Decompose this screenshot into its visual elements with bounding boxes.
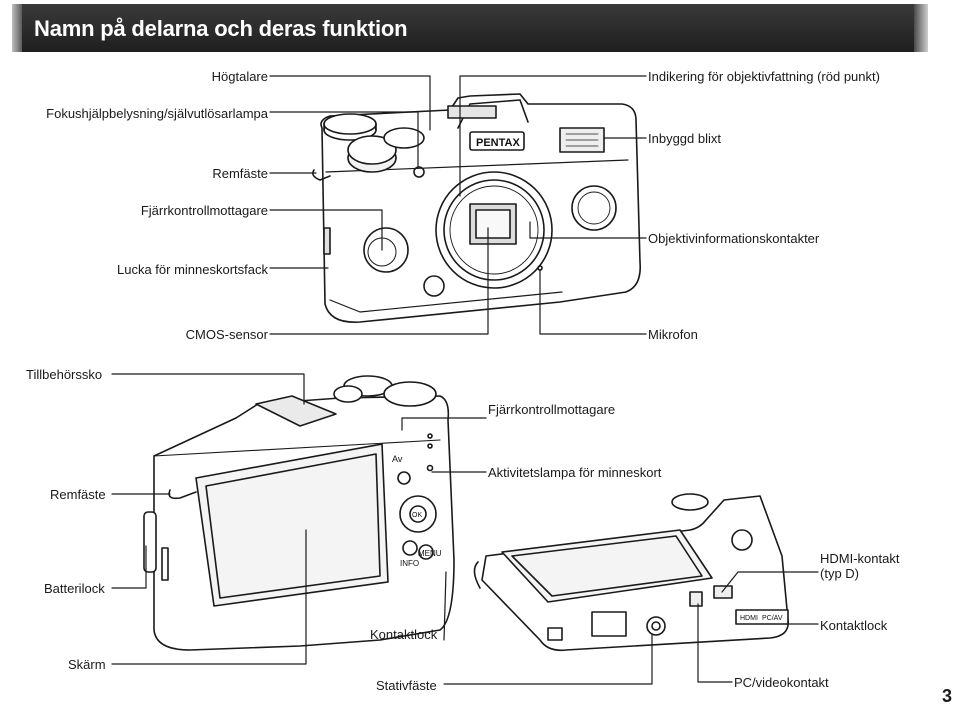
- front-leaders: [269, 75, 647, 335]
- label-pc-av-terminal: PC/videokontakt: [734, 675, 829, 690]
- label-terminal-cover-2: Kontaktlock: [820, 618, 888, 633]
- label-card-access-lamp: Aktivitetslampa för minneskort: [488, 465, 662, 480]
- hdmi-marking: HDMI: [740, 615, 758, 622]
- label-af-assist-lamp: Fokushjälpbelysning/självutlösarlampa: [46, 106, 268, 121]
- bottom-camera-illustration: HDMI PC/AV: [473, 493, 789, 652]
- title-stripe-left: [12, 4, 22, 52]
- label-lens-mount-index: Indikering för objektivfattning (röd pun…: [648, 69, 880, 84]
- front-camera-illustration: PENTAX: [312, 93, 642, 323]
- label-hdmi-terminal: HDMI-kontakt (typ D): [820, 551, 900, 581]
- av-button-label: Av: [392, 454, 403, 464]
- label-tripod-socket: Stativfäste: [376, 678, 437, 693]
- page-title: Namn på delarna och deras funktion: [34, 16, 408, 41]
- label-terminal-cover-1: Kontaktlock: [370, 627, 438, 642]
- brand-logo: PENTAX: [476, 137, 520, 149]
- label-card-cover: Lucka för minneskortsfack: [116, 262, 268, 277]
- label-strap-lug-front: Remfäste: [212, 166, 268, 181]
- label-battery-cover: Batterilock: [44, 581, 105, 596]
- label-cmos-sensor: CMOS-sensor: [185, 327, 268, 342]
- label-microphone: Mikrofon: [648, 327, 698, 342]
- title-bar: Namn på delarna och deras funktion: [12, 4, 928, 52]
- rear-leaders: [111, 373, 819, 685]
- pcav-marking: PC/AV: [762, 615, 783, 622]
- info-button-label: INFO: [400, 559, 419, 568]
- label-speaker: Högtalare: [211, 69, 268, 84]
- page-number: 3: [941, 686, 952, 706]
- label-remote-receiver-front: Fjärrkontrollmottagare: [140, 203, 268, 218]
- label-remote-receiver-rear: Fjärrkontrollmottagare: [488, 402, 616, 417]
- title-stripe-right: [914, 4, 928, 52]
- label-monitor: Skärm: [68, 657, 106, 672]
- menu-button-label: MENU: [418, 549, 442, 558]
- label-strap-lug-rear: Remfäste: [50, 487, 106, 502]
- label-builtin-flash: Inbyggd blixt: [648, 131, 721, 146]
- label-lens-info-contacts: Objektivinformationskontakter: [648, 231, 820, 246]
- rear-camera-illustration: INFO MENU Av OK: [143, 375, 455, 651]
- label-hot-shoe: Tillbehörssko: [26, 367, 103, 382]
- ok-button-label: OK: [412, 512, 422, 519]
